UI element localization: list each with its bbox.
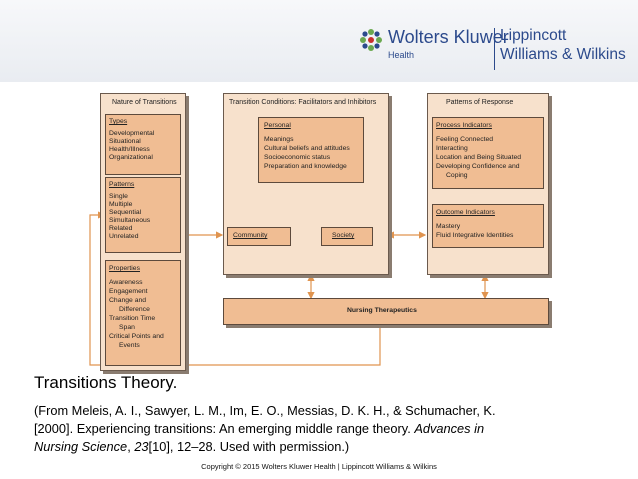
properties-title: Properties xyxy=(109,265,140,272)
process-indicators-item: Location and Being Situated xyxy=(436,154,522,161)
publisher-name-line1: Lippincott xyxy=(500,27,567,44)
community-label: Community xyxy=(233,232,268,239)
personal-box xyxy=(258,117,364,183)
properties-item: Change and xyxy=(109,297,147,304)
patterns-item: Related xyxy=(109,225,133,232)
properties-item: Events xyxy=(119,342,140,349)
outcome-indicators-title: Outcome Indicators xyxy=(436,209,495,216)
publisher-name-line2: Williams & Wilkins xyxy=(500,46,626,63)
personal-item: Meanings xyxy=(264,136,294,143)
process-indicators-item: Coping xyxy=(446,172,468,179)
properties-box xyxy=(105,260,181,366)
types-item: Developmental xyxy=(109,130,155,137)
header-band: Wolters Kluwer Health Lippincott William… xyxy=(0,0,638,82)
copyright-footer: Copyright © 2015 Wolters Kluwer Health |… xyxy=(201,462,437,471)
process-indicators-item: Developing Confidence and xyxy=(436,163,520,170)
company-name: Wolters Kluwer xyxy=(388,27,509,47)
nursing-therapeutics-box xyxy=(223,298,549,325)
properties-item: Difference xyxy=(119,306,150,313)
caption-line-2-text: [2000]. Experiencing transitions: An eme… xyxy=(34,421,415,436)
outcome-indicators-item: Fluid Integrative Identities xyxy=(436,232,514,239)
patterns-item: Unrelated xyxy=(109,233,139,240)
caption-citation-line-1: (From Meleis, A. I., Sawyer, L. M., Im, … xyxy=(34,403,496,418)
transitions-theory-diagram: Nature of Transitions Types Developmenta… xyxy=(89,93,549,371)
patterns-item: Sequential xyxy=(109,209,142,216)
properties-item: Awareness xyxy=(109,279,143,286)
division-name: Health xyxy=(388,50,415,60)
patterns-item: Multiple xyxy=(109,201,133,208)
personal-item: Preparation and knowledge xyxy=(264,163,347,170)
caption-journal-italic-b: Nursing Science xyxy=(34,439,128,454)
properties-item: Engagement xyxy=(109,288,148,295)
patterns-title: Patterns xyxy=(109,181,135,188)
nursing-therapeutics-label: Nursing Therapeutics xyxy=(347,307,417,314)
types-item: Organizational xyxy=(109,154,153,161)
community-box xyxy=(227,227,291,246)
properties-item: Span xyxy=(119,324,135,331)
patterns-box xyxy=(105,177,181,253)
types-item: Situational xyxy=(109,138,141,145)
caption-title: Transitions Theory. xyxy=(34,373,178,392)
logo-divider xyxy=(494,28,495,70)
nature-of-transitions-title: Nature of Transitions xyxy=(112,99,177,106)
types-box xyxy=(105,114,181,175)
types-title: Types xyxy=(109,118,128,125)
caption-volume: 23 xyxy=(134,439,149,454)
transition-conditions-title: Transition Conditions: Facilitators and … xyxy=(229,99,377,106)
outcome-indicators-box xyxy=(432,204,544,248)
process-indicators-title: Process Indicators xyxy=(436,122,492,129)
process-indicators-item: Interacting xyxy=(436,145,468,152)
types-item: Health/Illness xyxy=(109,146,150,153)
caption-citation-line-3: Nursing Science, 23[10], 12–28. Used wit… xyxy=(34,439,349,454)
caption-pages: [10], 12–28. Used with permission.) xyxy=(148,439,350,454)
patterns-item: Simultaneous xyxy=(109,217,151,224)
patterns-of-response-title: Patterns of Response xyxy=(446,99,514,106)
patterns-item: Single xyxy=(109,193,128,200)
process-indicators-item: Feeling Connected xyxy=(436,136,494,143)
process-indicators-box xyxy=(432,117,544,189)
properties-item: Transition Time xyxy=(109,315,156,322)
wolters-kluwer-logo-icon xyxy=(360,29,382,51)
properties-item: Critical Points and xyxy=(109,333,164,340)
caption-journal-italic-a: Advances in xyxy=(414,421,485,436)
society-label: Society xyxy=(332,232,355,239)
personal-title: Personal xyxy=(264,122,291,129)
personal-item: Cultural beliefs and attitudes xyxy=(264,145,350,152)
caption-citation-line-2: [2000]. Experiencing transitions: An eme… xyxy=(34,421,484,436)
personal-item: Socioeconomic status xyxy=(264,154,331,161)
outcome-indicators-item: Mastery xyxy=(436,223,461,230)
society-box xyxy=(321,227,373,246)
caption-separator: , xyxy=(127,439,135,454)
